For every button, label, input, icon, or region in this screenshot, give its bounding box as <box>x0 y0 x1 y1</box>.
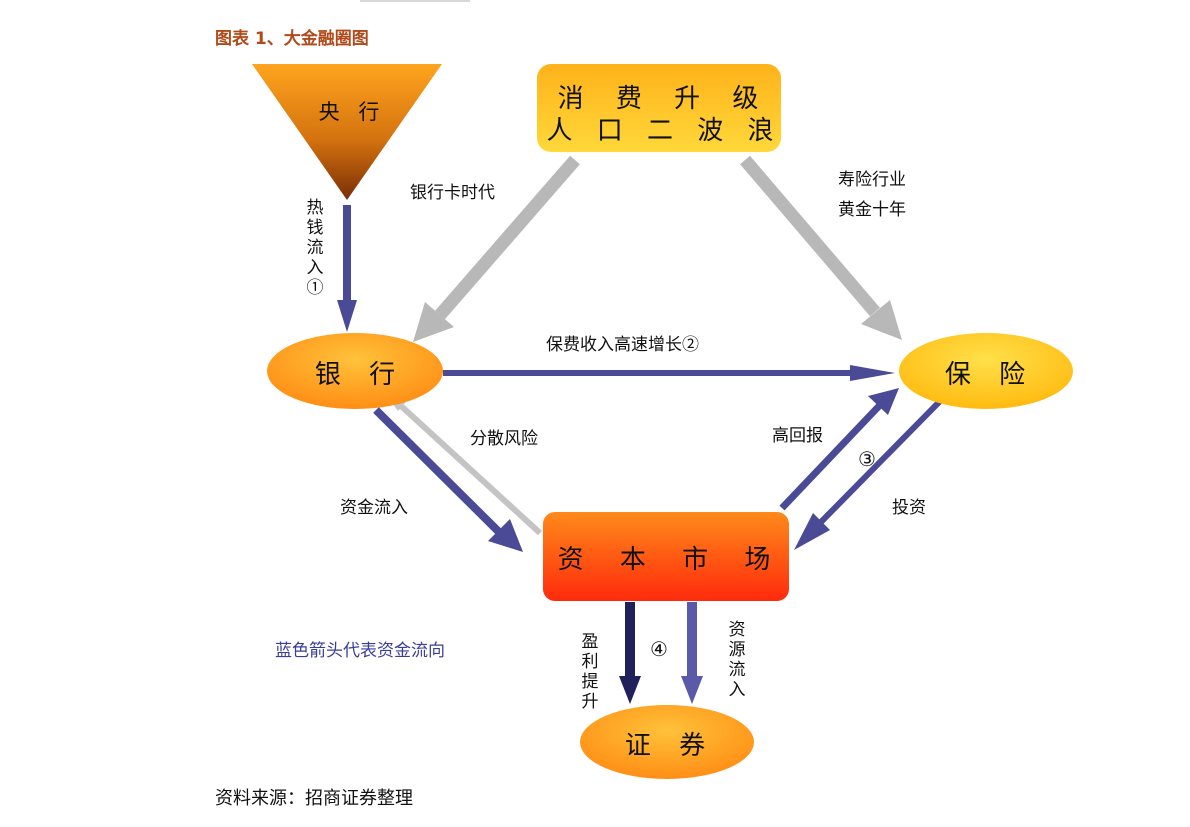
insurance-ellipse <box>899 333 1073 409</box>
life-insurance-line2: 黄金十年 <box>838 200 906 220</box>
top-rule <box>360 0 470 2</box>
capital-inflow-label: 资金流入 <box>340 498 408 518</box>
figure-title: 图表 1、大金融圈图 <box>215 29 369 49</box>
circle-3-label: ③ <box>858 447 876 471</box>
risk-diversify-label: 分散风险 <box>470 429 538 449</box>
blue-arrow-market-to-insurance <box>779 388 899 511</box>
blue-arrow-insurance-to-market <box>794 390 951 550</box>
gray-arrow-consumption-to-insurance <box>740 155 902 340</box>
blue-arrow-bank-to-insurance <box>443 365 895 381</box>
premium-growth-label: 保费收入高速增长② <box>546 335 699 355</box>
blue-arrow-market-to-securities-dark <box>619 602 641 704</box>
profit-rise-label: 盈利提升 <box>581 632 599 712</box>
consumption-line1: 消 费 升 级 <box>557 84 771 114</box>
consumption-box <box>537 64 781 152</box>
blue-arrow-bank-to-market <box>373 407 523 552</box>
securities-label: 证 券 <box>624 731 716 761</box>
bank-label: 银 行 <box>314 360 406 390</box>
capital-market-label: 资 本 市 场 <box>557 545 785 575</box>
investment-label: 投资 <box>892 498 926 518</box>
hot-money-label: 热钱流入① <box>306 198 324 298</box>
central-bank-triangle <box>252 64 442 200</box>
blue-arrow-central-to-bank <box>337 205 357 332</box>
securities-ellipse <box>580 705 754 779</box>
gray-arrow-consumption-to-bank <box>413 155 580 342</box>
bank-card-era-label: 银行卡时代 <box>410 183 495 203</box>
insurance-label: 保 险 <box>944 360 1036 390</box>
capital-market-box <box>543 512 789 601</box>
legend-text: 蓝色箭头代表资金流向 <box>275 641 445 661</box>
circle-4-label: ④ <box>650 637 668 661</box>
resource-inflow-label: 资源流入 <box>728 620 746 700</box>
source-note: 资料来源：招商证券整理 <box>215 788 413 809</box>
central-bank-label: 央 行 <box>318 100 386 124</box>
life-insurance-line1: 寿险行业 <box>838 170 906 190</box>
bank-ellipse <box>267 333 443 409</box>
consumption-line2: 人 口 二 波 浪 <box>546 116 782 146</box>
high-return-label: 高回报 <box>772 426 823 446</box>
blue-arrow-market-to-securities-light <box>681 602 703 704</box>
